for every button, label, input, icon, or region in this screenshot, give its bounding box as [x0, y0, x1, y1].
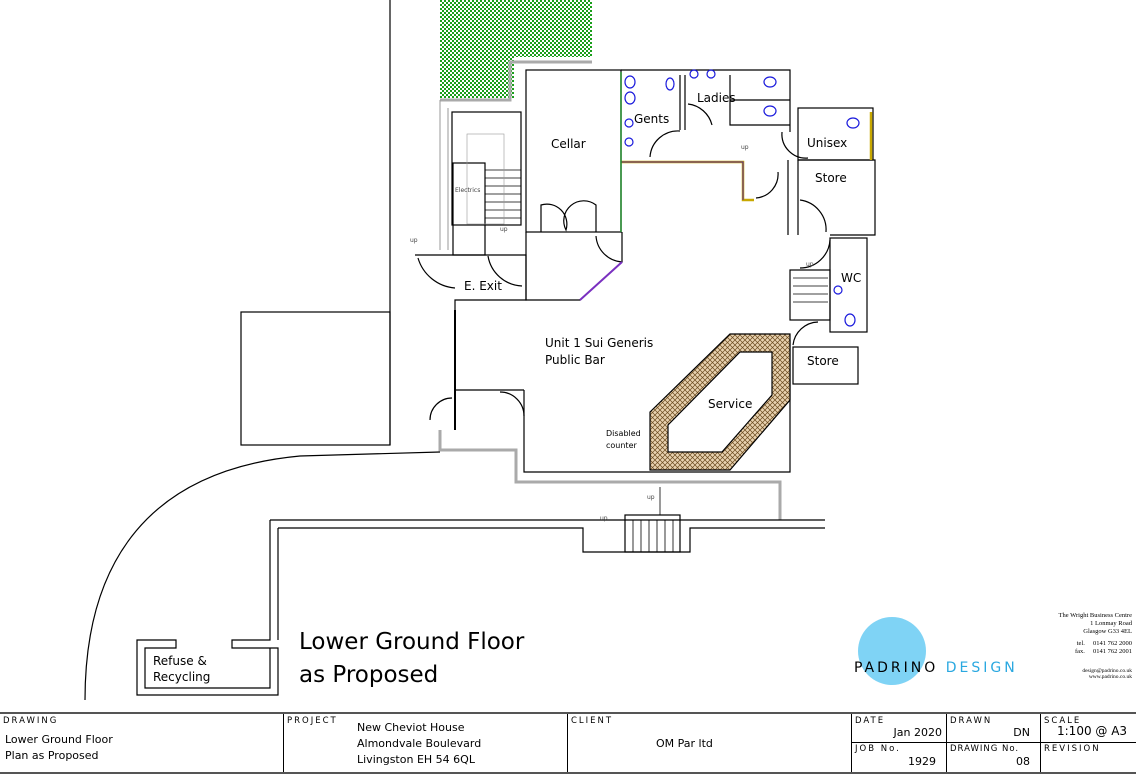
stair-up-label: up	[647, 494, 655, 501]
job-label: JOB No.	[855, 744, 901, 754]
stair-up-label: up	[410, 237, 418, 244]
room-label-electrics: Electrics	[455, 187, 481, 194]
drawing-no-value: 08	[1016, 755, 1030, 768]
drawing-title-line1: Lower Ground Floor	[299, 629, 525, 655]
drawn-label: DRAWN	[950, 716, 993, 726]
stair-up-label: up	[600, 515, 608, 522]
drawing-no-label: DRAWING No.	[950, 744, 1020, 754]
project-line2: Almondvale Boulevard	[357, 737, 482, 750]
stair-up-label: up	[500, 226, 508, 233]
drawing-title-line2: as Proposed	[299, 662, 439, 688]
address-line2: 1 Lonmay Road	[1090, 620, 1132, 627]
drawing-cell: DRAWING Lower Ground Floor Plan as Propo…	[0, 714, 283, 772]
drawing-line2: Plan as Proposed	[5, 749, 99, 762]
project-line1: New Cheviot House	[357, 721, 465, 734]
project-cell: PROJECT New Cheviot House Almondvale Bou…	[283, 714, 567, 772]
room-label-store-lower: Store	[807, 354, 839, 368]
garden-area	[440, 0, 592, 98]
label-disabled-counter-2: counter	[606, 441, 637, 450]
date-value: Jan 2020	[893, 726, 942, 739]
client-label: CLIENT	[571, 716, 614, 726]
label-disabled-counter-1: Disabled	[606, 429, 641, 438]
client-value: OM Par ltd	[656, 737, 713, 750]
date-label: DATE	[855, 716, 886, 726]
revision-label: REVISION	[1044, 744, 1101, 754]
scale-label: SCALE	[1044, 716, 1082, 726]
tel-number: 0141 762 2000	[1093, 640, 1132, 647]
website: www.padrino.co.uk	[1088, 674, 1132, 680]
room-label-unisex: Unisex	[807, 136, 848, 150]
project-label: PROJECT	[287, 716, 338, 726]
room-label-wc: WC	[841, 271, 862, 285]
scale-cell: SCALE 1:100 @ A3 REVISION	[1040, 714, 1136, 772]
job-value: 1929	[908, 755, 936, 768]
room-label-ladies: Ladies	[697, 91, 736, 105]
tel-label: tel.	[1076, 640, 1085, 647]
room-label-e-exit: E. Exit	[464, 279, 502, 293]
logo-word1: PADRINO	[854, 660, 939, 676]
room-label-store-upper: Store	[815, 171, 847, 185]
client-cell: CLIENT OM Par ltd	[567, 714, 851, 772]
fax-label: fax.	[1074, 648, 1085, 655]
title-block: DRAWING Lower Ground Floor Plan as Propo…	[0, 712, 1136, 774]
label-refuse-1: Refuse &	[153, 654, 207, 668]
company-address: The Wright Business Centre 1 Lonmay Road…	[1059, 612, 1132, 680]
drawn-cell: DRAWN DN DRAWING No. 08	[946, 714, 1040, 772]
room-label-public-bar-1: Unit 1 Sui Generis	[545, 336, 654, 350]
room-label-public-bar-2: Public Bar	[545, 353, 605, 367]
room-label-cellar: Cellar	[551, 137, 586, 151]
address-line1: The Wright Business Centre	[1058, 612, 1132, 619]
address-line3: Glasgow G33 4EL	[1083, 628, 1132, 635]
email: design@padrino.co.uk	[1082, 668, 1132, 674]
padrino-logo: PADRINO DESIGN	[854, 660, 1018, 676]
room-label-gents: Gents	[634, 112, 670, 126]
logo-word2: DESIGN	[945, 660, 1018, 676]
stair-up-label: up	[806, 261, 814, 268]
fax-number: 0141 762 2001	[1093, 648, 1132, 655]
room-label-service: Service	[708, 397, 753, 411]
drawn-value: DN	[1013, 726, 1030, 739]
stair-up-label: up	[741, 144, 749, 151]
drawing-title: Lower Ground Floor as Proposed	[299, 626, 524, 692]
padrino-logo-circle	[858, 617, 926, 685]
label-refuse-2: Recycling	[153, 670, 211, 684]
drawing-label: DRAWING	[3, 716, 59, 726]
scale-value: 1:100 @ A3	[1057, 724, 1128, 738]
project-line3: Livingston EH 54 6QL	[357, 753, 475, 766]
sanitary-fixtures	[624, 69, 860, 327]
drawing-line1: Lower Ground Floor	[5, 733, 113, 746]
date-job-cell: DATE Jan 2020 JOB No. 1929	[851, 714, 946, 772]
